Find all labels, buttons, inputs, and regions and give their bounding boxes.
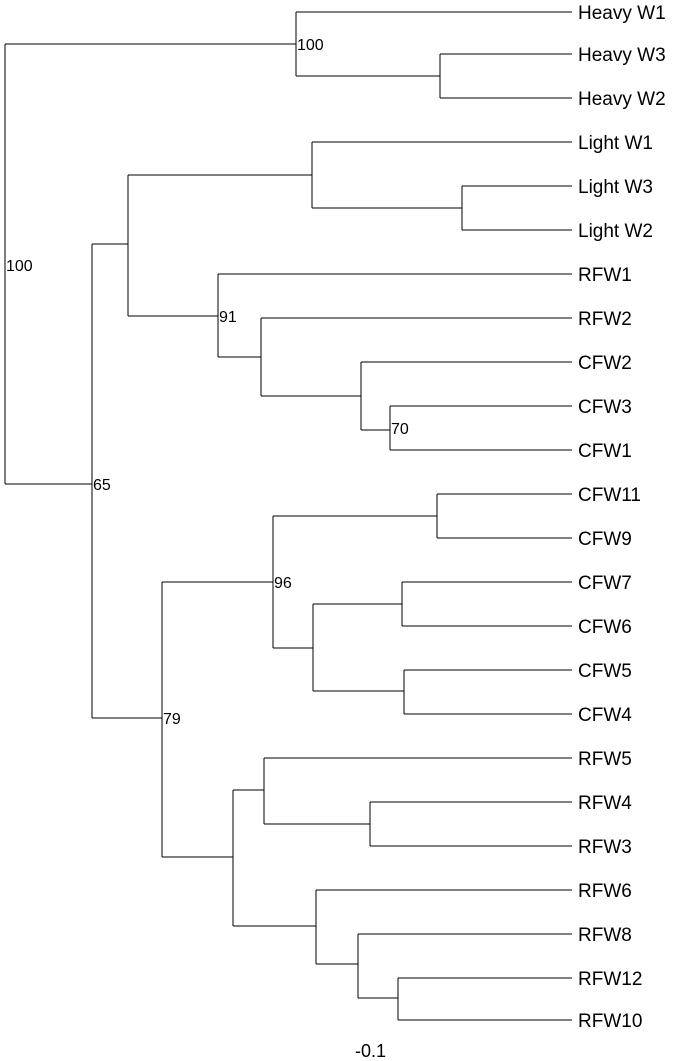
- tip-label: CFW11: [578, 485, 641, 506]
- bootstrap-root-split: 100: [6, 258, 33, 275]
- tip-label: CFW9: [578, 529, 632, 550]
- branches: [4, 11, 572, 1021]
- tip-label: CFW4: [578, 705, 632, 726]
- bootstrap-cfw3-cfw1: 70: [391, 421, 409, 438]
- tip-label: Heavy W1: [578, 3, 666, 24]
- tip-label: Heavy W3: [578, 45, 666, 66]
- tip-label: CFW5: [578, 661, 632, 682]
- bootstrap-cfw-clade: 96: [274, 575, 292, 592]
- tip-label: RFW8: [578, 925, 632, 946]
- tip-label: CFW2: [578, 353, 632, 374]
- bootstrap-lower-rfw-cfw: 79: [163, 711, 181, 728]
- tip-labels: Heavy W1 Heavy W3 Heavy W2 Light W1 Ligh…: [578, 3, 666, 1032]
- bootstrap-rfw-cfw-clade: 91: [219, 309, 237, 326]
- tip-label: RFW3: [578, 837, 632, 858]
- tip-label: RFW2: [578, 309, 632, 330]
- tip-label: RFW12: [578, 969, 642, 990]
- tip-label: CFW7: [578, 573, 632, 594]
- bootstrap-heavy-clade: 100: [297, 37, 324, 54]
- tip-label: CFW6: [578, 617, 632, 638]
- tip-label: RFW6: [578, 881, 632, 902]
- tip-label: Light W1: [578, 133, 653, 154]
- tip-label: RFW4: [578, 793, 632, 814]
- tip-label: RFW5: [578, 749, 632, 770]
- tip-label: Light W3: [578, 177, 653, 198]
- tip-label: Light W2: [578, 221, 653, 242]
- tip-label: RFW1: [578, 265, 632, 286]
- bootstrap-lower-clade: 65: [93, 477, 111, 494]
- scale-label: -0.1: [355, 1041, 386, 1061]
- bootstrap-labels: 100 100 91 70 65 96 79: [6, 37, 409, 728]
- tip-label: Heavy W2: [578, 89, 666, 110]
- tip-label: CFW3: [578, 397, 632, 418]
- tip-label: RFW10: [578, 1011, 642, 1032]
- tip-label: CFW1: [578, 441, 632, 462]
